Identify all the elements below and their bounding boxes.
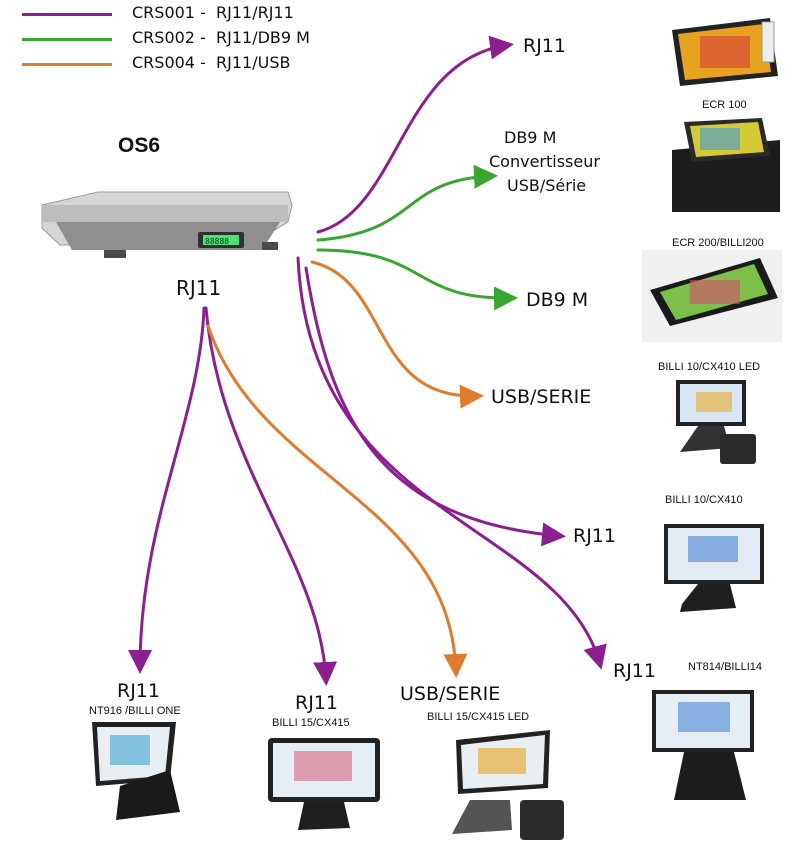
cable-crs004-usb-bottom — [206, 324, 468, 678]
cable-crs002-db9-m — [316, 248, 518, 311]
port-rj11-top: RJ11 — [523, 35, 566, 57]
cable-crs001-rj11-top — [316, 35, 514, 234]
svg-text:88888: 88888 — [205, 237, 229, 246]
port-rj11-lower: RJ11 — [613, 660, 656, 682]
device-nt916 — [92, 722, 180, 820]
port-db9-convert-line1: DB9 M — [504, 128, 557, 147]
port-usb-serie-bottom: USB/SERIE — [400, 683, 501, 705]
device-ecr100 — [672, 118, 780, 212]
caption-nt916: NT916 /BILLI ONE — [89, 705, 181, 717]
legend-line-crs002 — [22, 38, 112, 41]
port-rj11-bottom-left: RJ11 — [117, 680, 160, 702]
legend-label-crs002: CRS002 - RJ11/DB9 M — [132, 28, 310, 47]
device-nt814 — [652, 690, 754, 800]
port-usb-serie-right: USB/SERIE — [491, 386, 592, 408]
port-rj11-bottom-mid: RJ11 — [295, 692, 338, 714]
caption-ecr200: ECR 200/BILLI200 — [672, 237, 764, 249]
device-billi15 — [268, 738, 380, 830]
port-db9-convert-line2: Convertisseur — [489, 152, 600, 171]
legend-line-crs004 — [22, 63, 112, 66]
legend-label-crs004: CRS004 - RJ11/USB — [132, 53, 291, 72]
caption-billi10-led: BILLI 10/CX410 LED — [658, 361, 761, 373]
device-billi10-led — [676, 380, 756, 464]
device-images — [92, 18, 782, 840]
port-db9-m: DB9 M — [526, 289, 589, 311]
cable-crs004-usb-right — [310, 260, 484, 409]
scale-title: OS6 — [118, 134, 161, 157]
device-billi15-led — [452, 730, 564, 840]
port-db9-convert-line3: USB/Série — [507, 176, 587, 195]
legend-label-crs001: CRS001 - RJ11/RJ11 — [132, 3, 294, 22]
port-rj11-mid: RJ11 — [573, 525, 616, 547]
caption-nt814: NT814/BILLI14 — [688, 661, 762, 673]
cable-crs002-db9-convert — [316, 164, 498, 242]
device-billi10 — [664, 524, 764, 612]
caption-billi15-led: BILLI 15/CX415 LED — [427, 711, 530, 723]
cable-crs001-rj11-bottom-left — [128, 306, 206, 674]
legend-line-crs001 — [22, 13, 112, 16]
caption-billi15: BILLI 15/CX415 — [272, 717, 350, 729]
device-top-tablet — [672, 18, 778, 86]
cable-crs001-rj11-lower — [296, 256, 607, 670]
caption-billi10: BILLI 10/CX410 — [665, 494, 743, 506]
scale-port-label: RJ11 — [176, 276, 222, 300]
scale-device: 88888 — [41, 191, 293, 258]
cable-crs001-rj11-bottom-mid — [204, 306, 338, 686]
device-ecr200 — [642, 250, 782, 342]
cable-crs001-rj11-mid — [304, 266, 566, 547]
caption-ecr100: ECR 100 — [702, 99, 747, 111]
